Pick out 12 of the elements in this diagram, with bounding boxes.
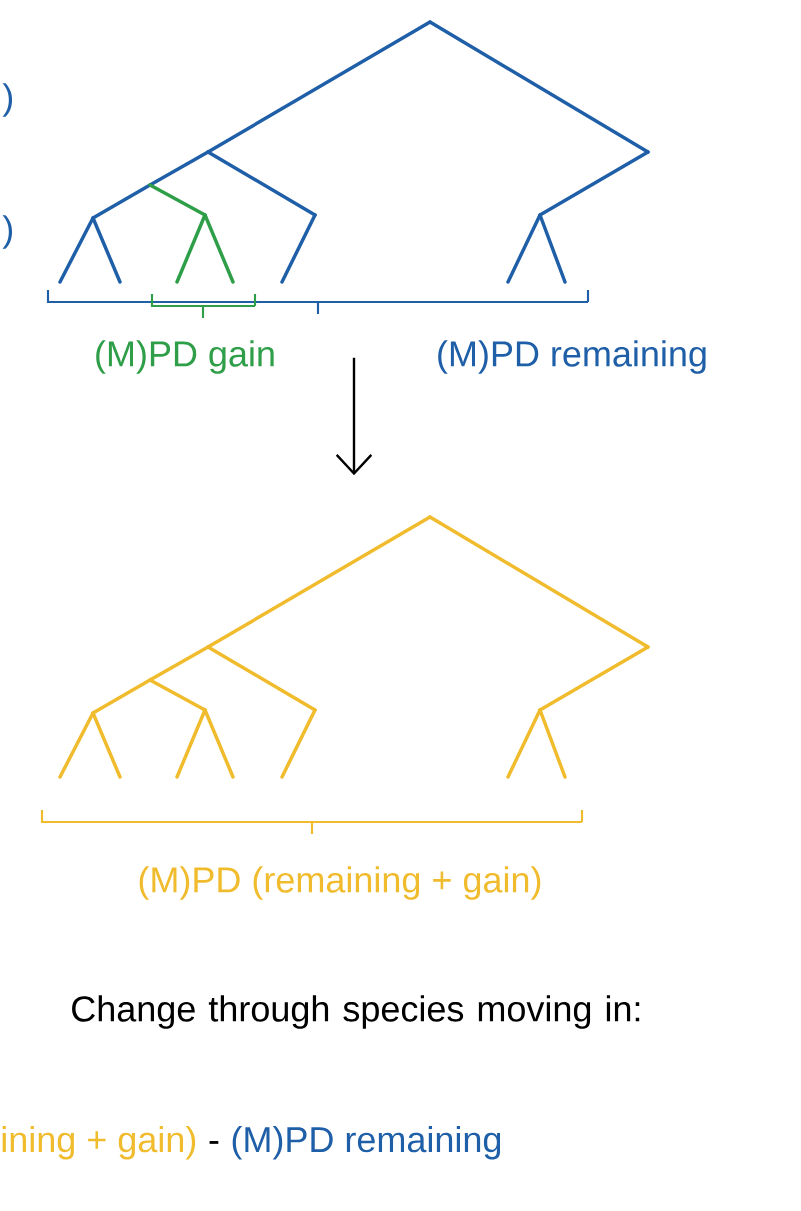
bracket-label: (M)PD remaining (438, 340, 706, 374)
tree-drawing (58, 20, 650, 284)
bracket-label: (M)PD gain (96, 340, 274, 374)
bracket-label: (M)PD (remaining + gain) (139, 866, 541, 900)
formula-text: - (209, 1141, 219, 1144)
caption-text: Change through species moving in: (72, 995, 640, 1029)
arrow (335, 357, 373, 476)
tree-drawing (58, 515, 650, 779)
text-fragment: ) (2, 83, 13, 117)
formula-text: ining + gain) (2, 1125, 196, 1160)
text-fragment: ) (2, 215, 13, 249)
formula-text: (M)PD remaining (232, 1125, 501, 1160)
